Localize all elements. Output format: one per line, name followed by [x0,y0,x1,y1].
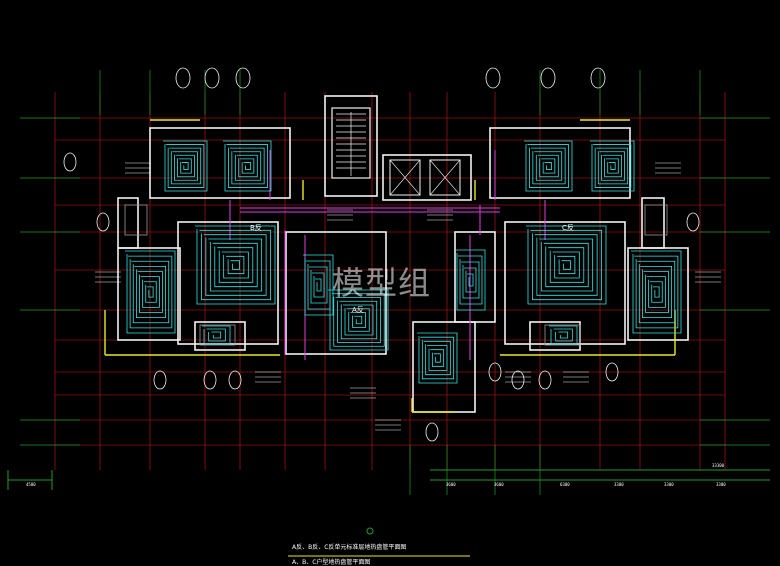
dim-seg-4: 3300 [614,482,624,487]
heating-coil [590,140,635,192]
dim-seg-3: 6300 [560,482,570,487]
axis-bubbles [63,67,700,442]
wall-outline [285,231,387,355]
wall-outline [117,247,181,341]
axis-bubble [96,212,110,232]
drawing-subtitle: A、B、C户型地热盘管平面图 [292,559,371,566]
dim-right-total: 33300 [712,463,725,468]
dim-left-total: 4500 [26,482,36,487]
wall-outline [117,197,139,249]
drawing-title: A反、B反、C反单元标准层地热盘管平面图 [292,544,407,551]
elevator-shaft [429,159,461,196]
wall-outline [324,95,378,197]
dim-seg-6: 3300 [716,482,726,487]
axis-bubble [228,370,242,390]
dim-seg-2: 3600 [494,482,504,487]
axis-bubble [538,370,552,390]
axis-bubble [488,362,502,382]
axis-bubble [540,67,556,89]
heating-coil [549,325,578,345]
building-walls [104,95,689,413]
stair-enclosure [331,107,371,179]
heating-coil [631,250,682,334]
heating-coil [303,254,334,316]
watermark-text: 模型组 [332,264,432,302]
heating-coil [455,249,486,311]
heating-coil [202,325,231,345]
dimension-lines [7,469,770,490]
wall-outline [627,247,689,341]
axis-bubble [175,67,191,89]
fixture [544,324,581,346]
axis-bubble [153,370,167,390]
axis-bubble [485,67,501,89]
heating-coil [163,140,208,192]
fixture [124,204,148,236]
wall-outline [489,127,631,199]
axis-bubble [686,212,700,232]
heating-coil [125,250,176,334]
dim-seg-5: 3300 [664,482,674,487]
axis-bubble [235,67,251,89]
axis-bubble [63,152,77,172]
fixture [199,324,236,346]
axis-bubble [511,370,525,390]
wall-outline [194,321,246,351]
fixture [644,204,668,236]
axis-bubble [203,370,217,390]
heating-coil [524,140,573,192]
wall-outline [454,231,496,323]
heating-coil [417,332,458,384]
elevator-cross [389,159,421,196]
heating-coil [195,225,276,305]
axis-bubble [605,362,619,382]
heating-coils [125,140,682,384]
north-marker [366,527,374,535]
unit-label-c: C反 [562,223,574,232]
elevator-cross [429,159,461,196]
axis-bubble [590,67,606,89]
heating-coil [328,289,389,351]
stair-core [331,107,371,179]
axis-bubble [204,67,220,89]
coil-notes [95,162,721,431]
unit-label-b: B反 [250,223,262,232]
dim-seg-1: 3600 [446,482,456,487]
wall-outline [382,154,472,201]
unit-label-a: A反 [352,305,364,314]
axis-bubble [425,422,439,442]
elevator-shaft [389,159,421,196]
heating-coil [526,225,607,305]
heating-coil [223,140,272,192]
